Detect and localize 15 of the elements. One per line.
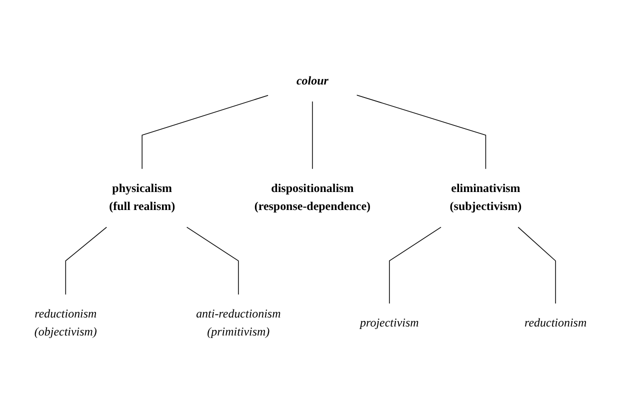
connector xyxy=(518,226,556,304)
connector xyxy=(186,226,239,295)
node-text: reductionism (objectivism) xyxy=(34,308,97,339)
node-text: anti-reductionism (primitivism) xyxy=(196,308,281,339)
connector xyxy=(142,94,268,170)
connector xyxy=(312,101,313,170)
node-text: projectivism xyxy=(360,316,419,330)
node-text: colour xyxy=(296,74,328,88)
connector xyxy=(389,226,442,304)
node-text: dispositionalism (response-dependence) xyxy=(254,182,371,213)
node-text: physicalism (full realism) xyxy=(109,182,176,213)
connector xyxy=(65,226,107,295)
connector xyxy=(356,94,486,170)
node-text: reductionism xyxy=(524,316,587,330)
node-text: eliminativism (subjectivism) xyxy=(450,182,522,213)
